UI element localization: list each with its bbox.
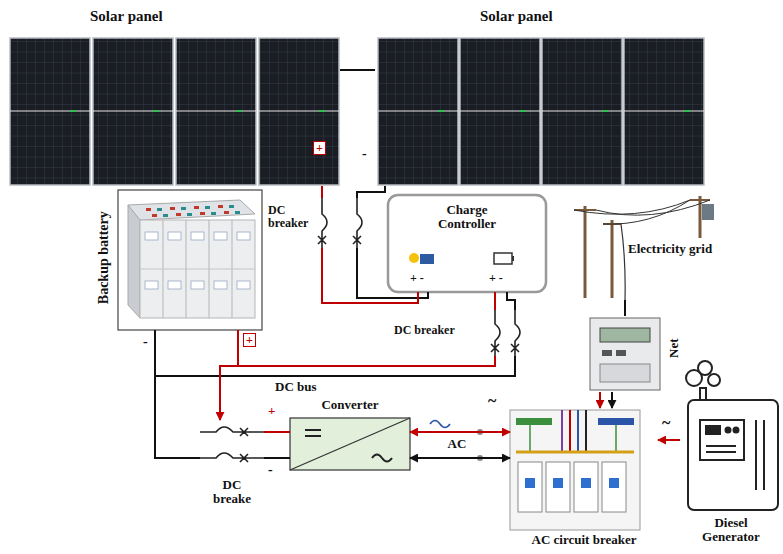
converter: Converter — [290, 398, 410, 470]
polarity-sign: - — [268, 462, 273, 477]
polarity-sign: + — [243, 333, 256, 347]
node-label: DC breake — [204, 478, 260, 507]
dc-breaker: DC breaker — [266, 198, 370, 248]
wire-connector — [599, 392, 601, 408]
node-label: Diesel Generator — [686, 516, 776, 545]
node-label: Backup battery — [96, 193, 111, 323]
wire-connector — [322, 248, 418, 303]
node-label: AC circuit breaker — [510, 533, 658, 547]
backup-battery: Backup battery — [92, 188, 264, 330]
dc-breaker: DC breake — [200, 420, 264, 514]
ac-symbol: ~ — [488, 392, 496, 410]
solar-panel-group: Solar panel — [375, 6, 707, 186]
terminal-signs: + - — [489, 272, 503, 285]
diesel-generator — [686, 361, 778, 510]
polarity-sign: + — [268, 404, 275, 418]
solar-panel-group: Solar panel — [8, 6, 340, 186]
net-meter: Net — [588, 316, 686, 392]
wire-connector — [340, 69, 375, 71]
electricity-grid: Electricity grid — [570, 192, 740, 300]
panel-marks — [70, 110, 690, 112]
bus-label: DC bus — [275, 380, 317, 394]
wire-connector — [494, 292, 496, 310]
wire-connector — [624, 300, 626, 316]
wire-connector — [155, 330, 200, 458]
charge-controller-housing — [388, 195, 546, 292]
wire-connector — [357, 186, 385, 198]
edge-label: AC — [446, 437, 469, 451]
node-label: Converter — [290, 398, 410, 412]
wire-connector — [264, 431, 290, 433]
wire-connector — [238, 330, 495, 366]
node-label: DC breaker — [268, 204, 318, 230]
terminal-signs: + - — [410, 272, 424, 285]
ac-breaker-panel — [510, 410, 640, 530]
ac-symbols — [430, 421, 483, 462]
converter-box — [290, 418, 410, 470]
ac-symbol: ~ — [662, 414, 670, 432]
wire-connector — [220, 356, 495, 420]
node-label: Solar panel — [90, 8, 210, 25]
diesel-generator: Diesel Generator — [680, 360, 782, 552]
node-label: Electricity grid — [628, 242, 736, 256]
wire-connector — [410, 431, 510, 433]
dc-breaker: DC breaker — [392, 310, 527, 356]
polarity-sign: + — [313, 141, 326, 155]
node-label: Net — [667, 328, 681, 368]
battery-bank — [118, 190, 262, 330]
ac-circuit-breaker: AC circuit breaker — [510, 408, 658, 553]
solar-panel-modules — [10, 38, 704, 185]
negative-wires — [155, 248, 612, 458]
wire-connector — [658, 439, 680, 441]
polarity-sign: - — [143, 334, 148, 349]
energy-meter — [590, 318, 660, 390]
node-label: Charge Controller — [427, 203, 507, 232]
wire-connector — [321, 186, 323, 198]
panel-dividers — [10, 110, 704, 111]
node-label: Solar panel — [480, 8, 600, 25]
polarity-sign: - — [362, 146, 367, 161]
node-label: DC breaker — [394, 324, 482, 337]
